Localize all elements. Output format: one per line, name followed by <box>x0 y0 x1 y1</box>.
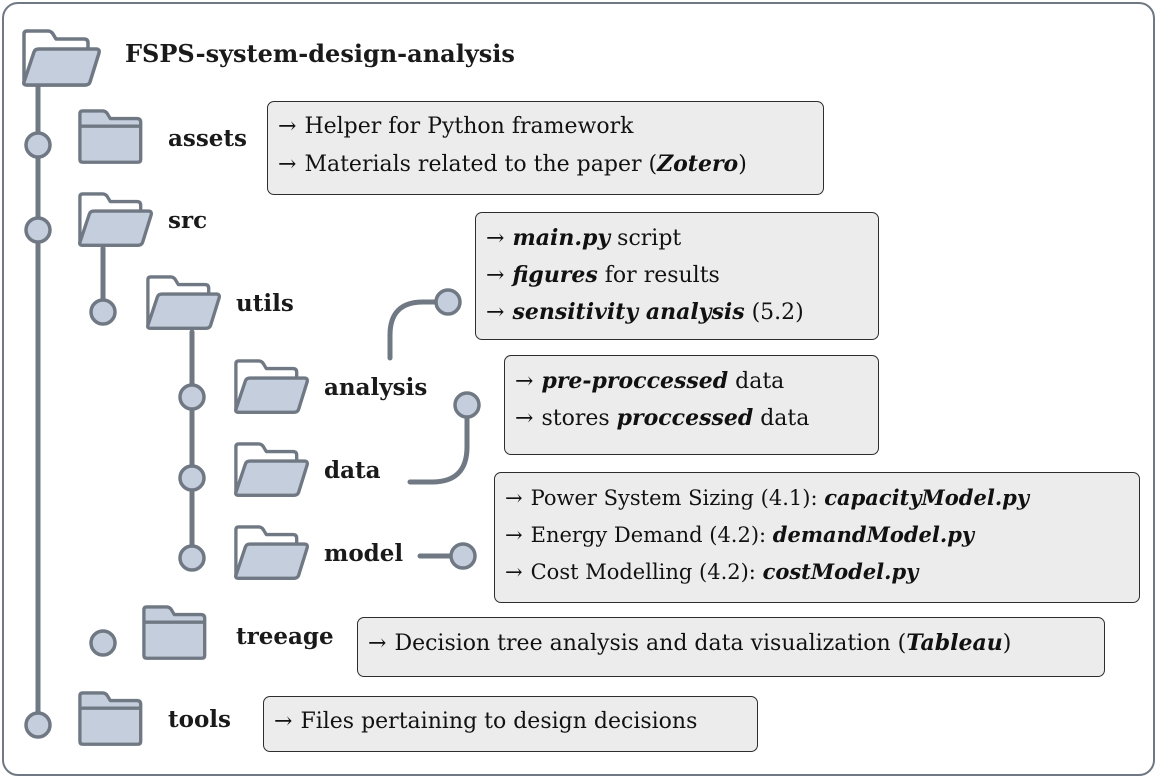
arrow-icon: → <box>505 523 523 547</box>
connector-data <box>407 402 470 485</box>
arrow-icon: → <box>274 709 293 734</box>
arrow-icon: → <box>505 486 523 510</box>
folder-icon-data <box>234 442 309 497</box>
note-text: ) <box>738 152 747 177</box>
folder-label-src: src <box>168 207 208 234</box>
arrow-icon: → <box>486 300 505 325</box>
connector-end-model <box>449 542 477 570</box>
arrow-icon: → <box>505 560 523 584</box>
folder-label-tools: tools <box>168 706 231 733</box>
root-folder-label: FSPS-system-design-analysis <box>125 39 515 68</box>
folder-label-model: model <box>324 540 404 567</box>
folder-label-assets: assets <box>168 125 248 152</box>
note-text: Materials related to the paper ( <box>304 152 658 177</box>
connector-end-analysis <box>434 288 462 316</box>
folder-icon-utils <box>146 275 221 330</box>
note-tools: → Files pertaining to design decisions <box>263 696 758 752</box>
node-data <box>178 464 206 492</box>
note-line: → Decision tree analysis and data visuali… <box>368 628 1094 665</box>
note-data: → pre-proccessed data → stores proccessed d… <box>504 355 879 455</box>
folder-icon-tools <box>78 691 143 746</box>
note-text: Power System Sizing (4.1): <box>530 486 825 510</box>
note-line: → pre-proccessed data <box>515 366 868 403</box>
emphasized-text: pre-proccessed <box>541 368 729 394</box>
note-text: Cost Modelling (4.2): <box>530 560 763 584</box>
node-src <box>24 216 52 244</box>
note-line: → stores proccessed data <box>515 403 868 440</box>
node-utils <box>89 298 117 326</box>
emphasized-text: Zotero <box>657 151 739 177</box>
arrow-icon: → <box>278 114 297 139</box>
emphasized-text: main.py <box>512 225 611 251</box>
connector-end-data <box>453 391 481 419</box>
emphasized-text: proccessed <box>616 405 754 431</box>
folder-icon-treeage <box>142 605 207 660</box>
folder-icon-model <box>234 525 309 580</box>
note-text: ) <box>1002 631 1012 656</box>
folder-label-data: data <box>324 457 381 484</box>
note-text: for results <box>597 263 720 288</box>
arrow-icon: → <box>515 369 534 394</box>
emphasized-text: sensitivity analysis <box>512 299 745 325</box>
note-line: → Files pertaining to design decisions <box>274 707 747 744</box>
note-line: → Power System Sizing (4.1): capacityMode… <box>505 483 1129 520</box>
folder-label-treeage: treeage <box>236 623 334 650</box>
connector-analysis <box>387 299 451 361</box>
note-text: data <box>753 406 810 431</box>
note-treeage: → Decision tree analysis and data visuali… <box>357 617 1105 677</box>
emphasized-text: costModel.py <box>762 559 919 584</box>
note-line: → figures for results <box>486 260 868 297</box>
note-text: (5.2) <box>744 300 804 325</box>
folder-label-utils: utils <box>236 290 294 317</box>
arrow-icon: → <box>486 263 505 288</box>
note-text: data <box>728 369 785 394</box>
emphasized-text: demandModel.py <box>772 522 975 547</box>
arrow-icon: → <box>278 152 297 177</box>
folder-icon-src <box>78 192 153 247</box>
folder-icon-assets <box>78 109 143 164</box>
arrow-icon: → <box>515 406 534 431</box>
note-text: Energy Demand (4.2): <box>530 523 773 547</box>
note-line: → main.py script <box>486 223 868 260</box>
note-model: → Power System Sizing (4.1): capacityMode… <box>494 472 1140 603</box>
node-analysis <box>178 383 206 411</box>
note-text: Helper for Python framework <box>304 114 634 139</box>
note-line: → Helper for Python framework <box>278 112 813 149</box>
note-assets: → Helper for Python framework → Materials r… <box>267 101 824 195</box>
arrow-icon: → <box>486 226 505 251</box>
note-line: → Materials related to the paper (Zotero) <box>278 149 813 186</box>
note-text: script <box>610 226 682 251</box>
note-text: Decision tree analysis and data visualiz… <box>394 631 907 656</box>
node-assets <box>24 131 52 159</box>
emphasized-text: capacityModel.py <box>824 485 1030 510</box>
note-text: Files pertaining to design decisions <box>300 709 698 734</box>
note-line: → sensitivity analysis (5.2) <box>486 297 868 334</box>
note-text: stores <box>541 406 617 431</box>
folder-label-analysis: analysis <box>324 374 428 401</box>
emphasized-text: Tableau <box>906 630 1003 656</box>
note-analysis: → main.py script → figures for results → sens… <box>475 212 879 340</box>
node-model <box>178 544 206 572</box>
note-line: → Cost Modelling (4.2): costModel.py <box>505 557 1129 594</box>
emphasized-text: figures <box>512 262 598 288</box>
note-line: → Energy Demand (4.2): demandModel.py <box>505 520 1129 557</box>
node-tools <box>24 711 52 739</box>
arrow-icon: → <box>368 631 387 656</box>
node-treeage <box>89 629 117 657</box>
folder-icon-analysis <box>234 359 309 414</box>
root-folder-icon <box>22 29 101 87</box>
